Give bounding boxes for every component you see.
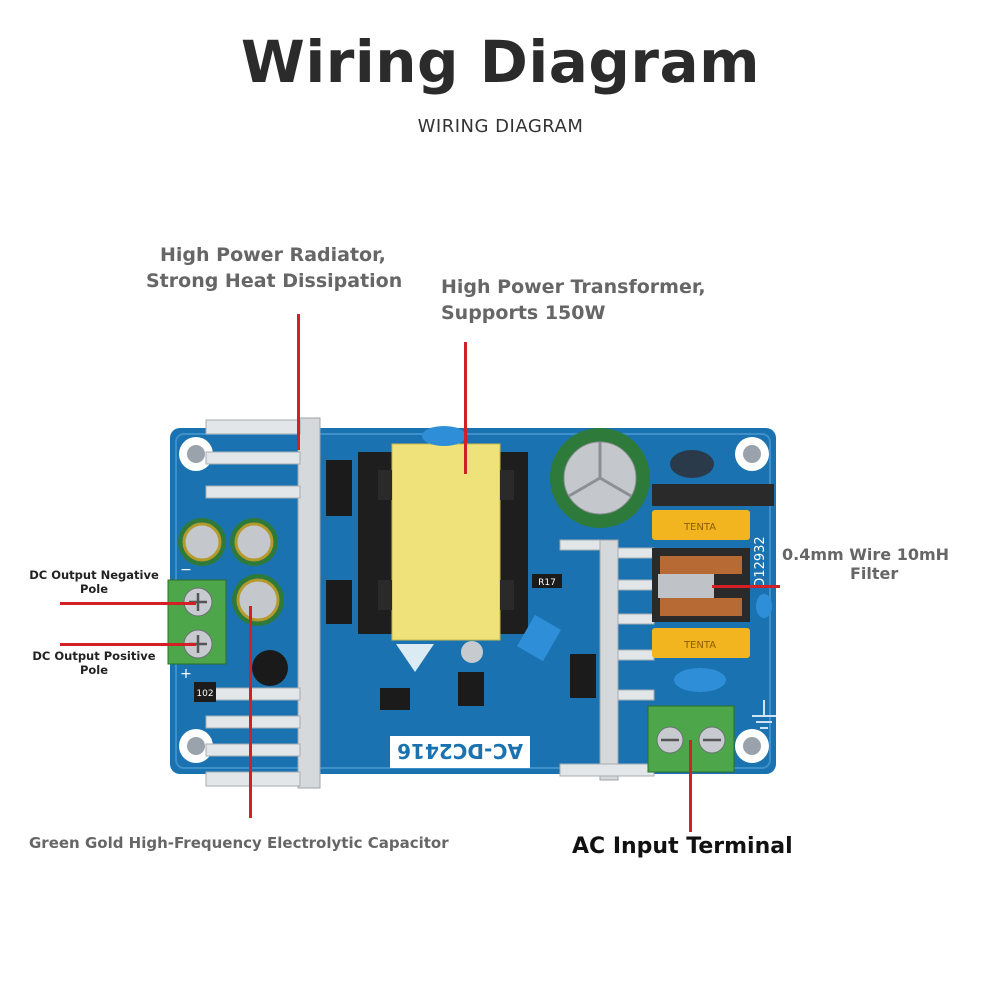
y-capacitor-top	[422, 426, 466, 446]
diode-bottom	[326, 580, 352, 624]
label-transformer-line2: Supports 150W	[441, 302, 606, 324]
leader-ac-input	[689, 740, 692, 832]
label-ac-input: AC Input Terminal	[572, 834, 793, 859]
label-dc-positive: DC Output Positive Pole	[20, 649, 168, 677]
leader-filter	[712, 585, 780, 588]
label-dc-positive-line2: Pole	[79, 663, 109, 677]
mounting-hole-br	[735, 729, 769, 763]
board-model-text: AC-DC2416	[397, 739, 523, 763]
page-subtitle: WIRING DIAGRAM	[417, 116, 584, 137]
page-title: Wiring Diagram	[240, 28, 761, 96]
common-mode-filter	[652, 548, 750, 622]
label-radiator: High Power Radiator, Strong Heat Dissipa…	[146, 242, 402, 294]
label-dc-positive-line1: DC Output Positive	[32, 649, 156, 663]
leader-dc-positive	[60, 643, 196, 646]
output-capacitor-1	[178, 518, 226, 566]
mounting-hole-bl	[179, 729, 213, 763]
mounting-hole-tr	[735, 437, 769, 471]
label-dc-negative: DC Output Negative Pole	[20, 568, 168, 596]
control-ic	[458, 672, 484, 706]
x-cap-brand-top: TENTA	[683, 522, 716, 533]
diode-top	[326, 460, 352, 516]
x-capacitor-bottom	[652, 628, 750, 658]
plus-sign: +	[180, 666, 192, 682]
smd-resistor	[194, 682, 216, 702]
label-filter: 0.4mm Wire 10mH Filter	[782, 545, 982, 583]
x-cap-brand-bottom: TENTA	[683, 640, 716, 651]
output-capacitor-3	[232, 574, 284, 626]
left-heatsink	[205, 417, 321, 789]
model-silkscreen-box	[390, 736, 530, 768]
label-filter-line2: Filter	[850, 564, 899, 583]
label-dc-negative-line2: Pole	[79, 582, 109, 596]
bridge-rectifier	[652, 484, 774, 506]
leader-transformer	[464, 342, 467, 474]
label-transformer: High Power Transformer, Supports 150W	[441, 274, 706, 326]
main-electrolytic-capacitor	[550, 428, 650, 528]
leader-capacitor	[249, 606, 252, 818]
resistor-r17	[532, 574, 562, 588]
x-capacitor-top	[652, 510, 750, 540]
label-filter-line1: 0.4mm Wire 10mH	[782, 545, 950, 564]
minus-sign: −	[180, 562, 192, 578]
transformer	[391, 443, 501, 641]
output-inductor	[252, 650, 288, 686]
label-radiator-line2: Strong Heat Dissipation	[146, 270, 403, 292]
leader-dc-negative	[60, 602, 196, 605]
resistor-code: R17	[538, 578, 556, 588]
label-radiator-line1: High Power Radiator,	[160, 244, 386, 266]
dc-output-terminal	[167, 579, 227, 665]
y-capacitor-bottom	[674, 668, 726, 692]
leader-radiator	[297, 314, 300, 450]
ground-symbol	[752, 700, 776, 729]
board-part-code: D12932	[753, 536, 768, 587]
smd-code: 102	[196, 689, 213, 699]
mounting-hole-tl	[179, 437, 213, 471]
label-dc-negative-line1: DC Output Negative	[29, 568, 159, 582]
thermistor	[670, 450, 714, 478]
manufacturer-logo	[396, 644, 434, 672]
optocoupler	[380, 688, 410, 710]
mosfet	[570, 654, 596, 698]
output-capacitor-2	[230, 518, 278, 566]
label-capacitor: Green Gold High-Frequency Electrolytic C…	[29, 834, 449, 852]
label-transformer-line1: High Power Transformer,	[441, 276, 706, 298]
